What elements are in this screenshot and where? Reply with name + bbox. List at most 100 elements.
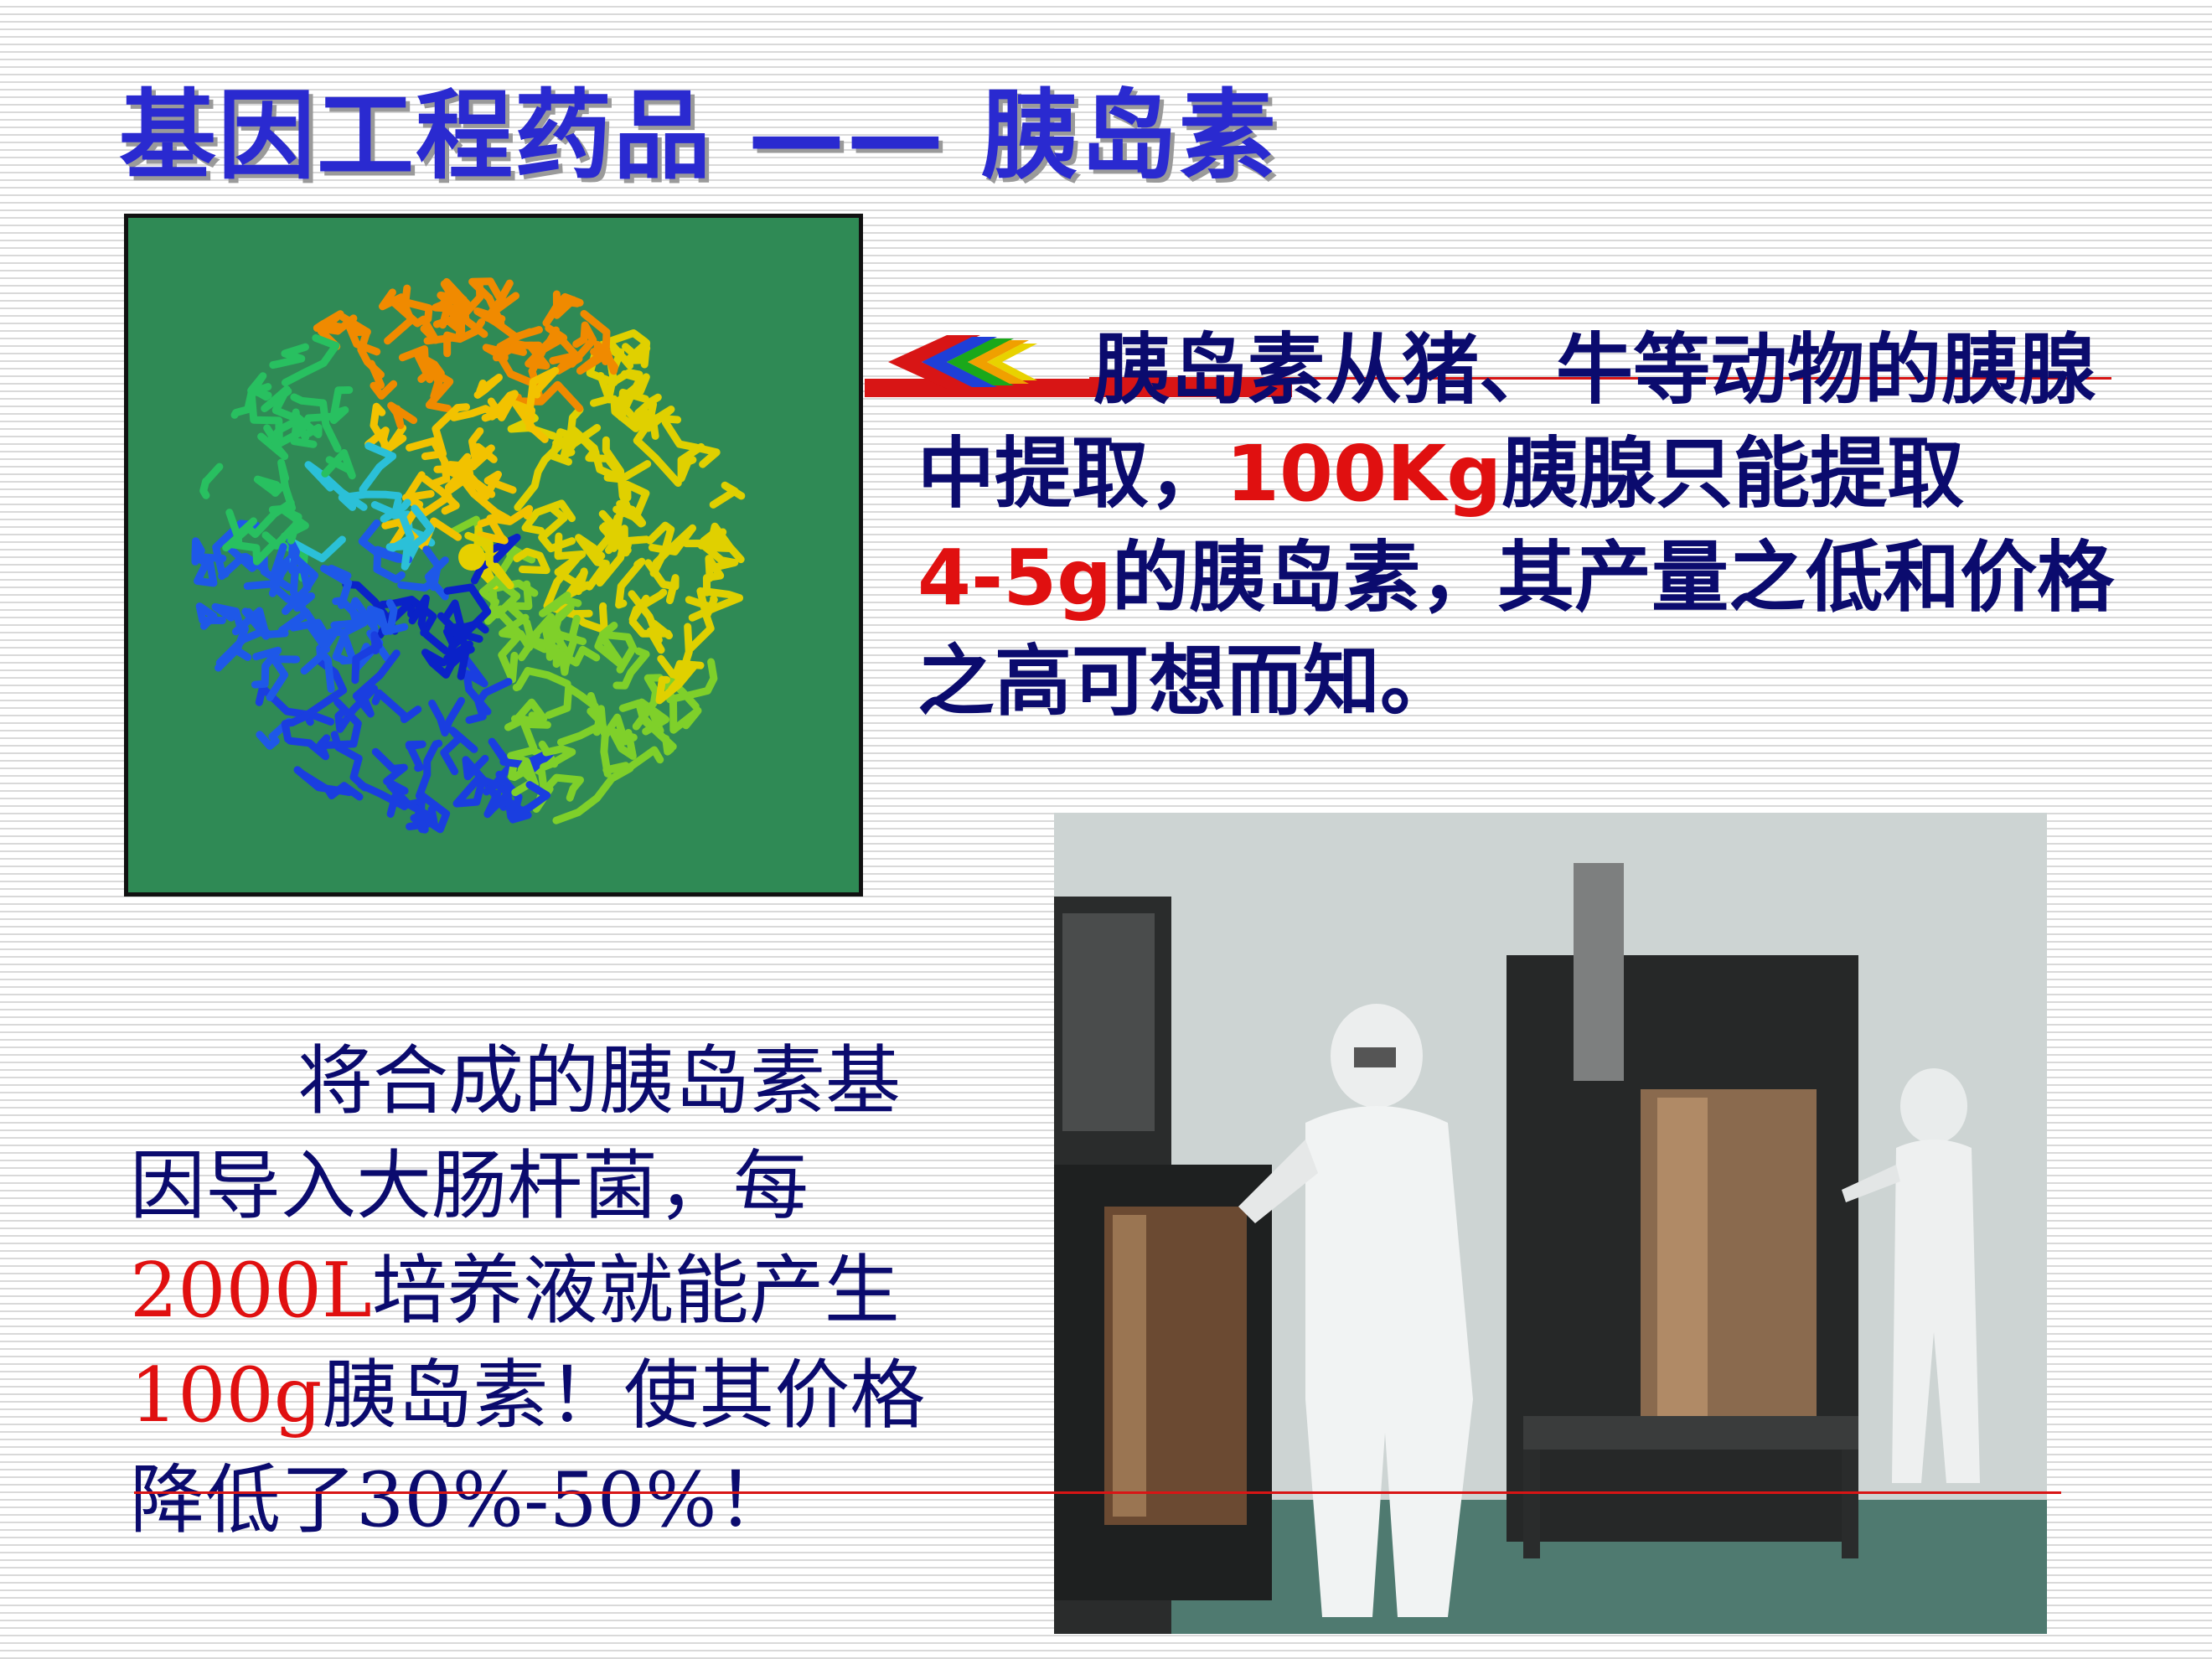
divider-line-bottom [134,1491,2061,1494]
molecule-strand [397,578,449,601]
molecule-strand [463,656,492,716]
molecule-strand [545,684,599,719]
molecule-strand [464,531,514,590]
molecule-strand [291,411,323,442]
molecule-strand [525,326,560,370]
molecule-strand [661,418,721,468]
molecule-strand [585,446,652,483]
molecule-strand [351,631,383,685]
text-segment: 将合成的胰岛素基因导入大肠杆菌，每 [130,1037,901,1230]
molecule-strand [700,522,745,564]
insulin-structure-image [124,214,863,897]
molecule-strand [668,623,693,693]
molecule-strand [278,505,309,545]
molecule-strand [598,622,637,674]
molecule-strand [440,473,496,515]
molecule-strand [401,504,435,571]
molecule-strand [225,509,257,547]
molecule-strand [425,368,454,413]
molecule-strand [253,475,285,497]
molecule-strand [215,607,269,667]
molecule-strand [230,385,271,419]
arrow-chevrons-icon [888,335,1037,389]
molecule-strand [261,385,299,422]
molecule-strand [567,424,627,483]
molecule-strand [541,773,584,802]
molecule-strand [381,517,463,550]
molecule-strand [702,555,725,597]
molecule-strand [512,667,571,691]
molecule-strand [387,401,418,430]
insulin-molecule-graphic [191,277,746,834]
molecule-strand [289,618,333,654]
molecule-strand [592,340,618,375]
molecule-strand [423,299,466,345]
molecule-strand [439,448,493,483]
molecule-strand [602,514,632,555]
molecule-strand [370,402,407,453]
molecule-strand [539,592,582,618]
molecule-strand [243,580,316,612]
molecule-strand [587,691,608,737]
molecule-strand [476,513,509,545]
genetic-engineering-text: 将合成的胰岛素基因导入大肠杆菌，每2000L培养液就能产生100g胰岛素！使其价… [130,1029,968,1553]
molecule-strand [644,401,675,440]
molecule-strand [473,307,543,341]
molecule-strand [405,740,426,773]
molecule-strand [564,567,592,599]
molecule-strand [521,499,576,535]
molecule-strand [465,678,513,724]
molecule-strand [552,764,634,824]
molecule-strand [422,545,449,592]
molecule-strand [251,646,282,689]
molecule-strand [403,471,452,518]
molecule-strand [281,710,335,743]
molecule-strand [290,393,342,453]
molecule-strand [470,533,521,585]
text-segment: 的胰岛素，其产量之低和价格之高可想而知。 [917,533,2115,726]
fermentation-lab-photo [1054,813,2047,1634]
molecule-strand [646,521,675,577]
molecule-strand [370,499,411,523]
molecule-strand [406,801,432,834]
molecule-strand [561,406,584,457]
molecule-strand [343,317,381,356]
zinc-atom-dot [458,544,485,571]
molecule-strand [329,386,354,425]
highlight-4-5g: 4-5g [917,533,1113,623]
molecule-strand [330,597,377,630]
molecule-strand [473,374,503,399]
molecule-strand [421,403,470,461]
molecule-strand [367,359,398,400]
molecule-strand [685,595,718,619]
molecule-strand [414,792,451,834]
molecule-strand [313,314,358,335]
highlight-100kg: 100Kg [1226,429,1502,519]
molecule-strand [644,559,680,605]
molecule-strand [385,512,415,552]
molecule-strand [359,442,397,494]
molecule-strand [526,366,560,411]
molecule-strand [511,698,548,725]
molecule-strand [286,734,331,761]
divider-line-top [1089,377,2111,380]
molecule-strand [661,676,700,711]
text-segment: 培养液就能产生 [371,1247,900,1335]
molecule-strand [437,612,468,649]
molecule-strand [608,344,651,377]
molecule-strand [408,594,450,655]
molecule-strand [513,547,550,575]
molecule-strand [709,481,746,509]
molecule-strand [677,442,705,483]
molecule-strand [618,699,677,751]
molecule-strand [266,655,301,701]
slide-title: 基因工程药品 —— 胰岛素 [119,80,1278,193]
molecule-strand [293,766,354,796]
molecule-strand [332,632,357,665]
highlight-100g: 100g [130,1351,323,1439]
molecule-strand [514,437,569,511]
molecule-strand [632,418,682,487]
molecule-strand [628,618,673,640]
molecule-strand [620,370,650,395]
